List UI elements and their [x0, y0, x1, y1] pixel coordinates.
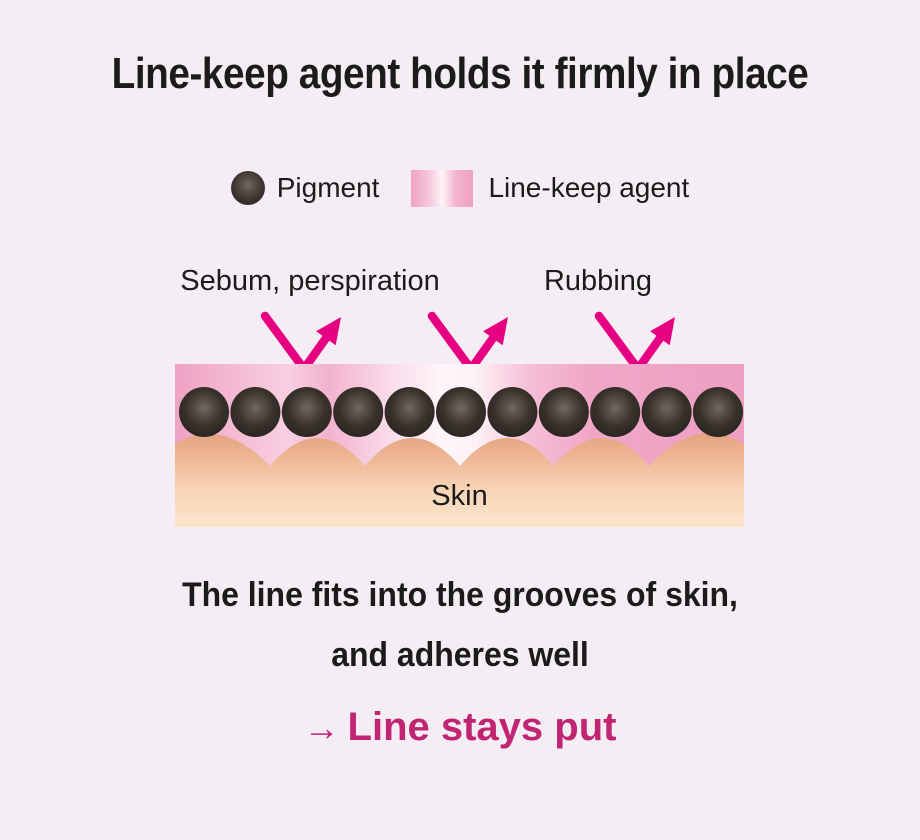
pigment-particle — [693, 387, 743, 437]
pigment-particle — [436, 387, 486, 437]
pigment-legend-label: Pigment — [276, 172, 380, 203]
pigment-particle — [281, 387, 332, 437]
pigment-particle — [641, 387, 692, 437]
pigment-row — [179, 387, 743, 437]
pigment-particle — [333, 387, 384, 437]
skin-layer — [175, 433, 744, 527]
pigment-particle — [384, 387, 435, 437]
legend: Pigment Line-keep agent — [0, 166, 920, 210]
caption-line-1: The line fits into the grooves of skin, — [182, 576, 738, 614]
skin-label: Skin — [431, 480, 488, 512]
bounce-arrow-middle — [427, 311, 508, 374]
page-title: Line-keep agent holds it firmly in place — [111, 49, 809, 98]
bounce-arrow-left — [260, 311, 341, 374]
skin-diagram — [175, 364, 744, 527]
pigment-particle — [487, 387, 538, 437]
caption-line-2: and adheres well — [331, 636, 589, 674]
bounce-arrow-right — [594, 311, 675, 374]
pigment-particle — [590, 387, 641, 437]
pigment-legend-icon — [230, 171, 265, 205]
pigment-particle — [538, 387, 589, 437]
conclusion-text: →Line stays put — [0, 705, 920, 750]
line-keep-agent-legend-swatch — [411, 169, 474, 207]
pigment-particle — [230, 387, 281, 437]
right-arrow-icon: → — [303, 707, 340, 748]
sebum-perspiration-label: Sebum, perspiration — [180, 265, 440, 297]
pigment-particle — [179, 387, 229, 437]
conclusion-label: Line stays put — [347, 705, 617, 749]
line-keep-agent-legend-label: Line-keep agent — [488, 172, 690, 203]
rubbing-label: Rubbing — [543, 265, 653, 297]
